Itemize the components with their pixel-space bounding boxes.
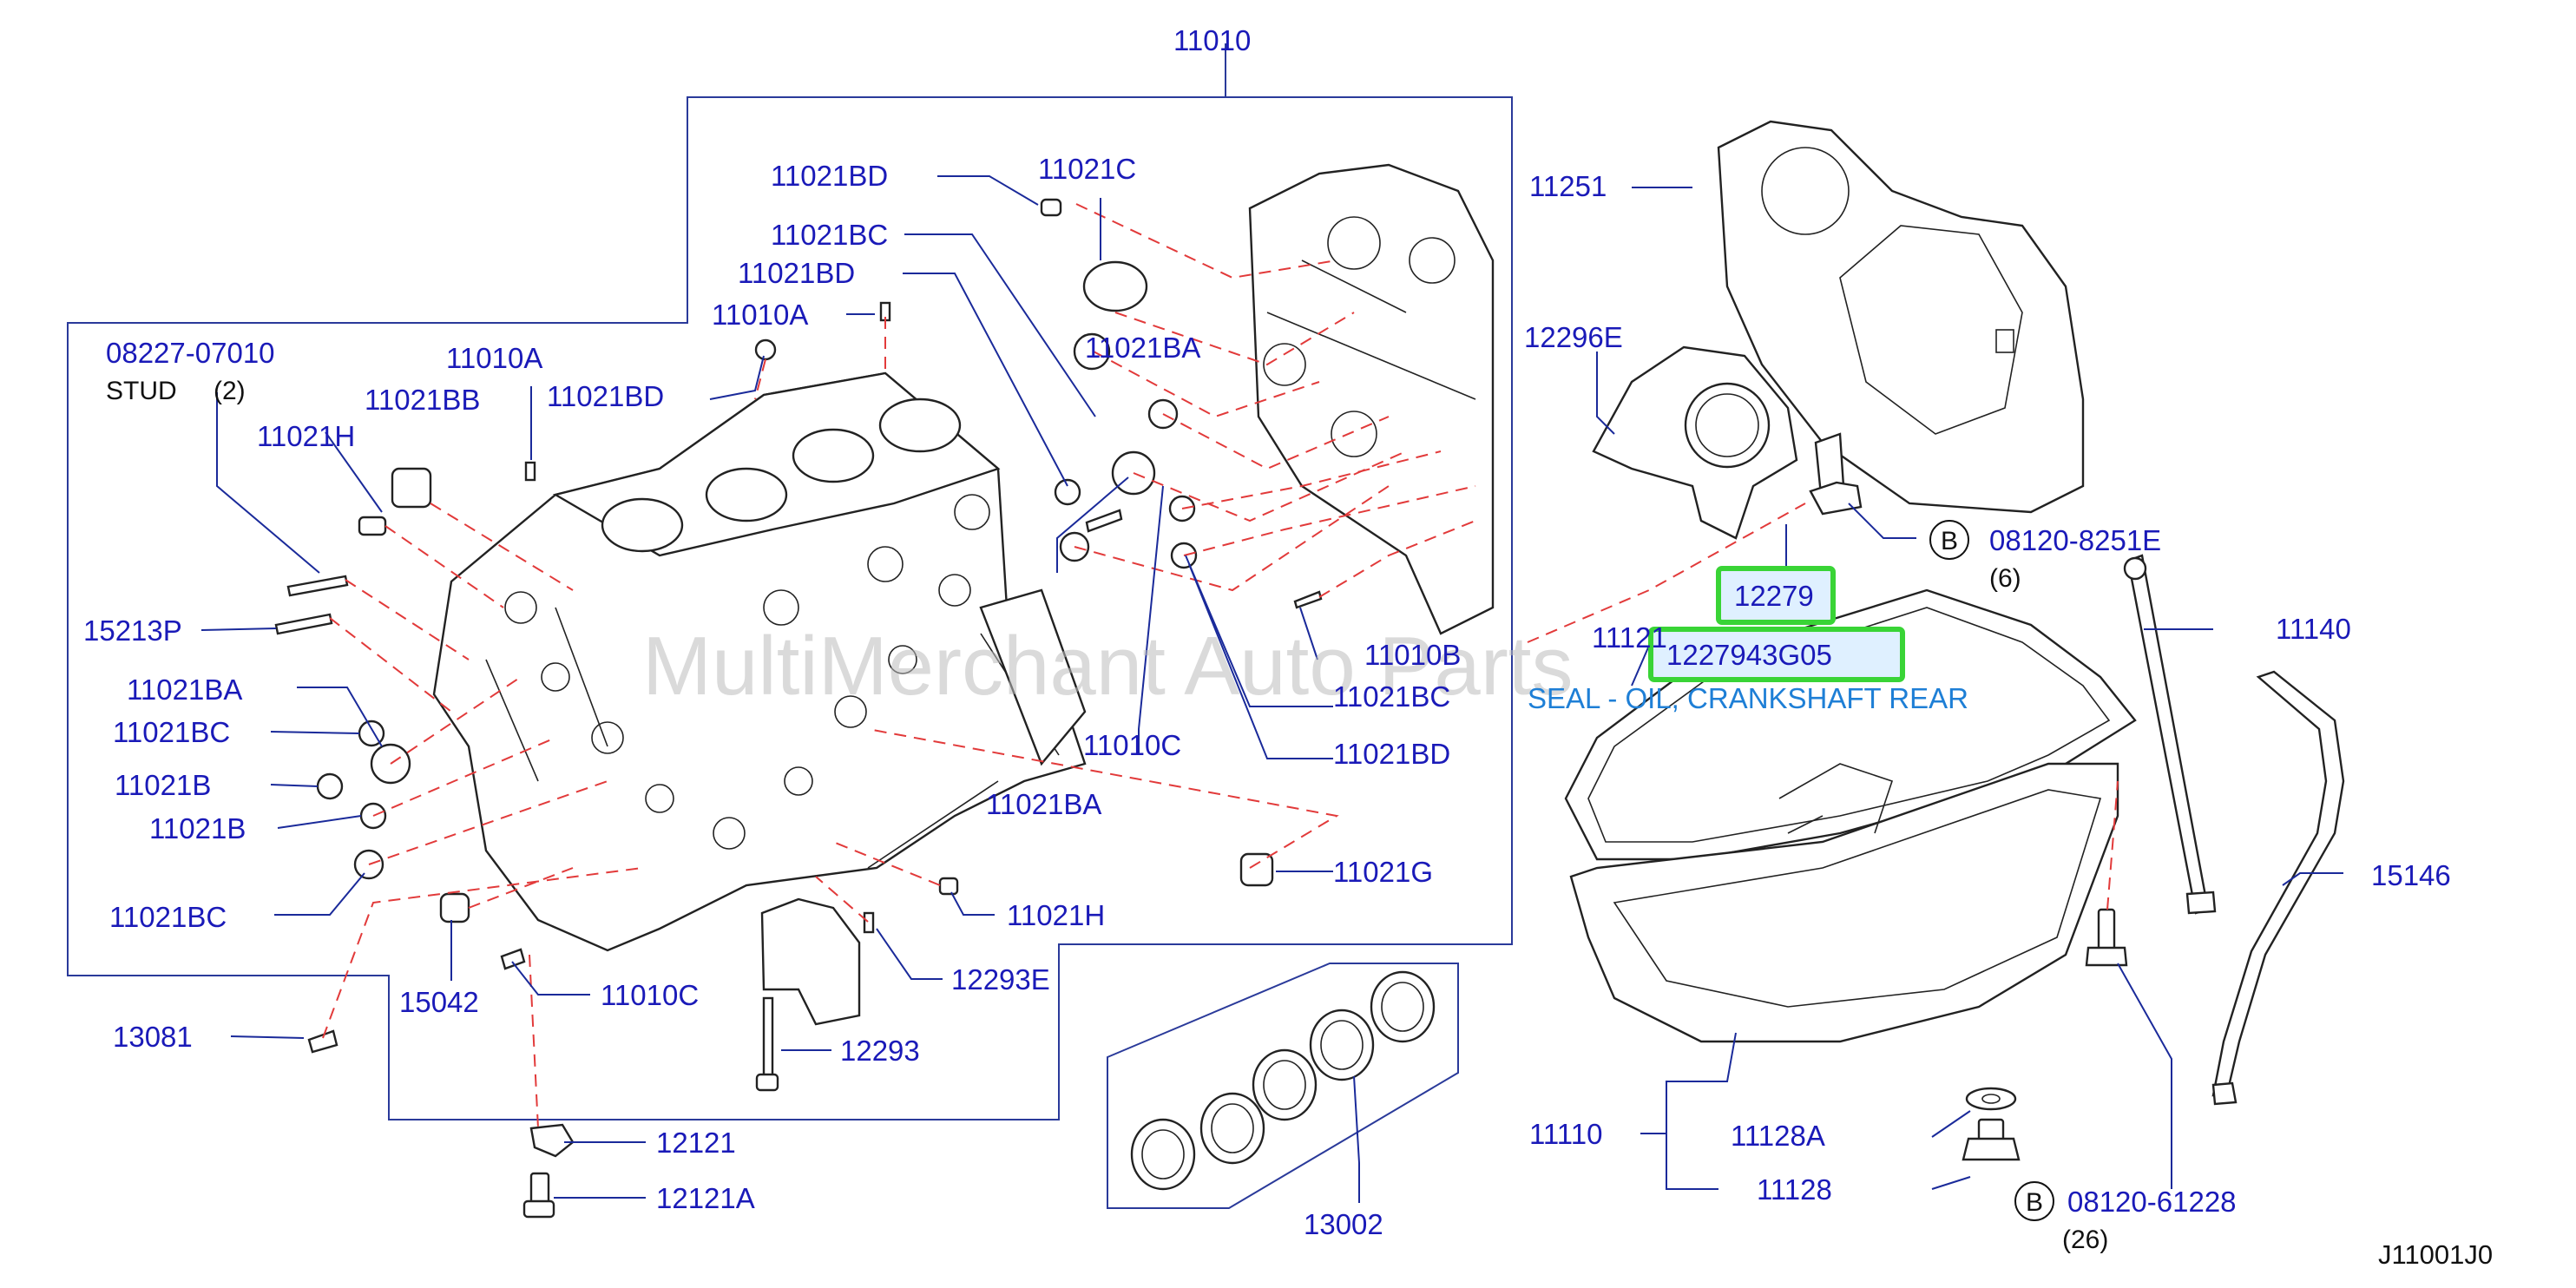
label-11010[interactable]: 11010 [1173,24,1251,56]
label-1227943G05[interactable]: 1227943G05 [1666,639,1832,671]
label-11021H-bottom[interactable]: 11021H [1007,899,1105,931]
label-15146[interactable]: 15146 [2371,859,2451,891]
drain-plug-drawing [1809,481,2128,1161]
block-rear-drawing [1248,163,1495,635]
dipstick-drawing [2123,554,2345,1106]
label-11010B[interactable]: 11010B [1364,639,1461,671]
label-11021BC-left1[interactable]: 11021BC [113,716,230,748]
label-08120-61228[interactable]: 08120-61228 [2067,1186,2237,1218]
label-11021BC-left2[interactable]: 11021BC [109,901,227,933]
label-11021BD-left[interactable]: 11021BD [547,380,664,412]
label-13081[interactable]: 13081 [113,1021,193,1053]
cylinder-block-drawing [432,371,1087,952]
bolt-ref-circle-lower [2014,1181,2054,1221]
label-11010C-center[interactable]: 11010C [1083,729,1181,761]
label-circle-b-upper: B [1941,527,1958,555]
label-11128[interactable]: 11128 [1757,1173,1832,1206]
label-11021C-top[interactable]: 11021C [1038,153,1136,185]
label-qty-6: (6) [1989,564,2021,593]
label-11021BD-top[interactable]: 11021BD [771,160,888,192]
label-11021H-left[interactable]: 11021H [257,420,355,452]
bearing-shells-drawing [1130,970,1436,1191]
highlight-box-1227943G05[interactable] [1648,627,1905,682]
label-11140[interactable]: 11140 [2276,613,2351,645]
label-15213P[interactable]: 15213P [83,614,182,647]
assembly-guide-lines [322,203,2119,1129]
label-11010A-left[interactable]: 11010A [446,342,542,374]
label-11251[interactable]: 11251 [1529,170,1607,202]
label-circle-b-lower: B [2026,1188,2043,1217]
label-15042[interactable]: 15042 [399,986,479,1018]
small-parts [274,198,1323,1219]
label-qty-26: (26) [2062,1226,2108,1254]
label-11021BA-left[interactable]: 11021BA [127,674,242,706]
label-13002[interactable]: 13002 [1304,1208,1383,1240]
highlight-box-12279[interactable] [1716,566,1836,625]
rear-plate-drawing [1717,120,2085,514]
label-11010A-top[interactable]: 11010A [712,299,808,331]
label-11021B-left1[interactable]: 11021B [115,769,211,801]
part-labels: 11010 11021BD 11021C 11021BC 11021BD 110… [83,24,2493,1270]
label-stud-qty: (2) [214,377,246,405]
label-12121[interactable]: 12121 [656,1127,736,1159]
leader-lines [200,175,2343,1203]
label-11021G[interactable]: 11021G [1333,856,1433,888]
label-11010C-bottom[interactable]: 11010C [601,979,699,1011]
label-11021BC-top[interactable]: 11021BC [771,219,888,251]
label-11128A[interactable]: 11128A [1731,1120,1825,1152]
label-11021BA-right[interactable]: 11021BA [1085,332,1200,364]
label-12121A[interactable]: 12121A [656,1182,755,1214]
label-12296E[interactable]: 12296E [1524,321,1623,353]
label-11021BB[interactable]: 11021BB [365,384,480,416]
label-08227-07010[interactable]: 08227-07010 [106,337,275,369]
label-11021BD-right[interactable]: 11021BD [1333,738,1450,770]
block-group-outline [67,43,1513,1120]
label-11021BC-right[interactable]: 11021BC [1333,680,1450,713]
label-11021BD-mid[interactable]: 11021BD [738,257,855,289]
diagram-code: J11001J0 [2378,1239,2493,1270]
label-08120-8251E[interactable]: 08120-8251E [1989,524,2161,556]
bolt-ref-circle-upper [1929,520,1969,560]
label-12279[interactable]: 12279 [1734,580,1814,612]
label-11021BA-center[interactable]: 11021BA [986,788,1101,820]
label-stud: STUD [106,377,177,405]
watermark: MultiMerchant Auto Parts [642,620,1573,713]
bearings-box-outline [1107,963,1459,1209]
label-11110[interactable]: 11110 [1529,1118,1602,1150]
label-12293E[interactable]: 12293E [951,963,1050,996]
label-11121[interactable]: 11121 [1592,621,1667,654]
seal-retainer-drawing [1592,345,1845,540]
label-seal-description: SEAL - OIL, CRANKSHAFT REAR [1528,682,1968,714]
label-11021B-left2[interactable]: 11021B [149,812,246,844]
label-12293[interactable]: 12293 [840,1035,920,1067]
